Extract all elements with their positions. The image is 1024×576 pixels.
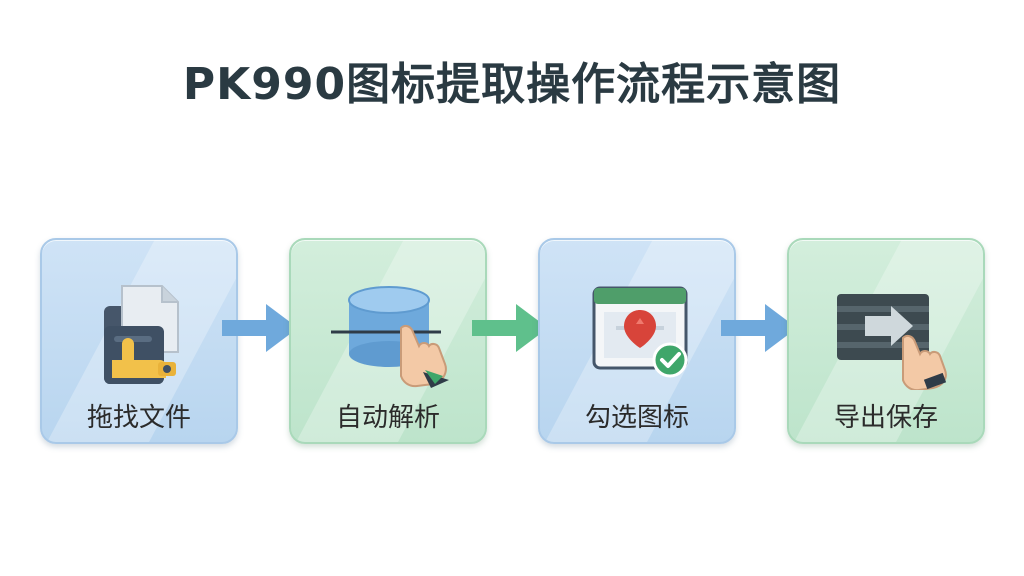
step-drag-file[interactable]: 拖找文件 <box>40 238 238 444</box>
step-auto-parse[interactable]: 自动解析 <box>289 238 487 444</box>
flow-arrow-icon <box>222 304 298 352</box>
file-drag-icon <box>104 285 179 384</box>
database-pointer-icon <box>331 286 449 388</box>
step-label: 导出保存 <box>833 403 938 433</box>
flow-arrow-icon <box>721 304 797 352</box>
export-pointer-icon <box>837 294 947 390</box>
step-label: 勾选图标 <box>584 403 689 433</box>
flow-arrow-icon <box>472 304 548 352</box>
page-title: PK990图标提取操作流程示意图 <box>182 59 842 110</box>
step-select-icon[interactable]: 勾选图标 <box>538 238 736 444</box>
step-export-save[interactable]: 导出保存 <box>787 238 985 444</box>
step-label: 拖找文件 <box>86 403 191 433</box>
window-checkmark-icon <box>592 286 688 378</box>
step-label: 自动解析 <box>335 403 440 433</box>
